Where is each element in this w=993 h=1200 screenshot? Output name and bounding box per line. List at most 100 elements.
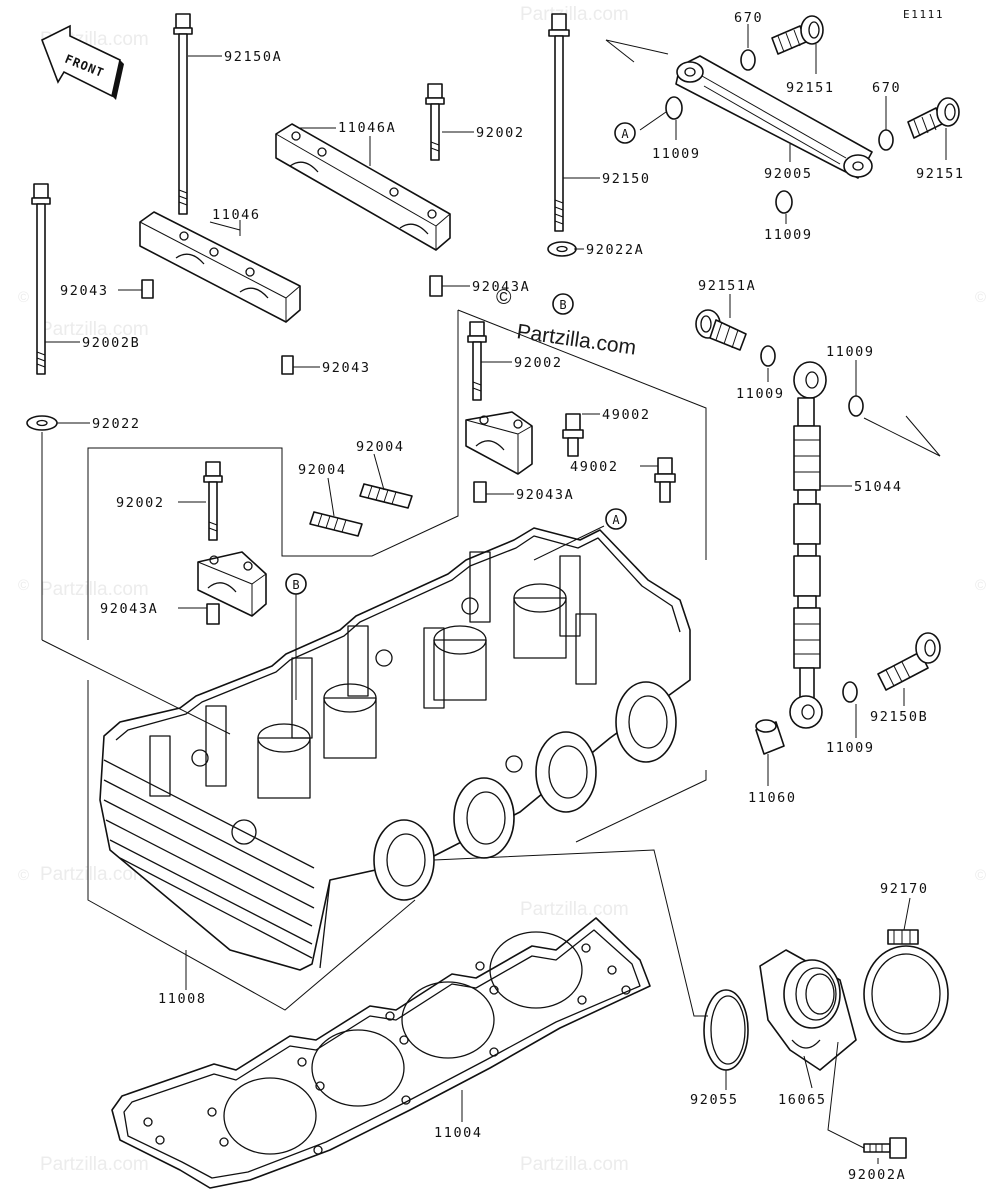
gasket-670-1 [740,49,756,71]
part-label: 92022A [586,242,644,258]
stud-92004-2 [359,483,413,509]
clamp-92170 [863,929,949,1043]
part-label: 51044 [854,479,903,495]
banjo-bolt-92150b [877,632,941,691]
part-label: 11008 [158,991,207,1007]
o-ring-92055 [703,989,749,1071]
part-label: 92002 [476,125,525,141]
cam-holder-11046 [139,211,301,323]
part-label: 92002B [82,335,140,351]
watermark-copyright: © [975,289,986,306]
cam-holder-11046a [275,123,451,251]
bolt-92002b [31,183,51,375]
part-label: 11009 [652,146,701,162]
bolt-92150a [173,13,193,215]
washer-11009-d [848,395,864,417]
part-label: 92151 [786,80,835,96]
dowel-92043a-low [206,603,220,625]
part-label: 92055 [690,1092,739,1108]
banjo-bolt-92151-1 [771,15,824,55]
part-label: 92170 [880,881,929,897]
part-label: 92043A [472,279,530,295]
main-watermark: Partzilla.com [515,320,637,360]
part-label: 92002 [116,495,165,511]
bolt-92002-top [425,83,445,161]
bolt-92002-mid [467,321,487,401]
part-label: 49002 [570,459,619,475]
watermark-tile: Partzilla.com [40,319,149,340]
part-label: 11009 [826,344,875,360]
part-label: 670 [872,80,901,96]
svg-text:B: B [559,298,566,312]
diagram-id: E1111 [903,8,944,21]
washer-11009-e [842,681,858,703]
part-label: 92151 [916,166,965,182]
washer-11009-c [760,345,776,367]
head-gasket-11004 [111,917,651,1189]
cylinder-head-11008 [99,527,691,971]
washer-11009-a [665,96,683,120]
part-label: 49002 [602,407,651,423]
part-label: 670 [734,10,763,26]
banjo-bolt-92151-2 [907,97,960,139]
part-label: 92004 [298,462,347,478]
bolt-92002a [863,1137,907,1159]
carb-holder-16065 [759,949,857,1071]
part-label: 92150B [870,709,928,725]
main-watermark-copyright: © [496,286,512,309]
part-label: 92002 [514,355,563,371]
callout-a-head: A [605,508,627,530]
part-label: 11009 [764,227,813,243]
watermark-copyright: © [975,867,986,884]
oil-pipe-92005 [675,55,873,179]
watermark-tile: Partzilla.com [40,864,149,885]
part-label: 92005 [764,166,813,182]
part-label: 11046 [212,207,261,223]
watermark-copyright: © [18,577,29,594]
dowel-92043-mid [281,355,294,375]
watermark-copyright: © [975,577,986,594]
part-label: 11004 [434,1125,483,1141]
watermark-tile: Partzilla.com [520,1154,629,1175]
part-label: 92151A [698,278,756,294]
dowel-92043-left [141,279,154,299]
watermark-tile: Partzilla.com [520,899,629,920]
part-label: 92022 [92,416,141,432]
part-label: 92043 [322,360,371,376]
cam-holder-small-lower [197,551,267,617]
part-label: 11009 [736,386,785,402]
bolt-92002-low [203,461,223,541]
part-label: 92150 [602,171,651,187]
part-label: 92150A [224,49,282,65]
watermark-tiles: Partzilla.com Partzilla.com Partzilla.co… [18,4,986,1175]
part-label: 92004 [356,439,405,455]
callout-a-top: A [614,122,636,144]
part-label: 92002A [848,1167,906,1183]
washer-92022 [26,415,58,431]
front-arrow-icon: FRONT [40,24,124,100]
gasket-670-2 [878,129,894,151]
watermark-tile: Partzilla.com [40,579,149,600]
svg-text:A: A [612,513,620,527]
part-label: 11046A [338,120,396,136]
bolt-92150 [548,13,570,232]
oil-hose-51044 [789,361,827,729]
watermark-copyright: © [18,289,29,306]
svg-text:A: A [621,127,629,141]
part-label: 92043A [516,487,574,503]
washer-11009-b [775,190,793,214]
part-label: 92043 [60,283,109,299]
dowel-92043a-mid [473,481,487,503]
watermark-copyright: © [18,867,29,884]
banjo-bolt-92151a [695,309,747,351]
part-label: 11009 [826,740,875,756]
watermark-tile: Partzilla.com [40,1154,149,1175]
fitting-49002-2 [654,457,676,503]
svg-text:B: B [292,578,299,592]
callout-b-top: B [552,293,574,315]
leader-lines [41,24,947,1164]
part-label: 92043A [100,601,158,617]
dowel-92043a-top [429,275,443,297]
fitting-49002-1 [562,413,584,457]
